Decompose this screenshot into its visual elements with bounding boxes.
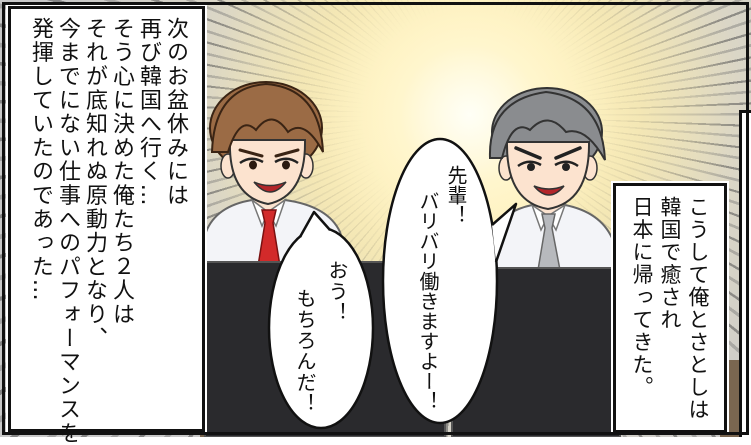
right-man-eye (517, 160, 542, 168)
left-man-eyebrows (238, 148, 300, 158)
narration-line: 再び韓国へ行く… (136, 17, 161, 208)
speech-line: 先輩！ (444, 165, 468, 225)
narration-line: 次のお盆休みには (163, 17, 188, 208)
right-man-pupil (527, 163, 535, 171)
left-man-pupil (282, 160, 290, 170)
right-man-face (505, 141, 591, 211)
speech-text-junior: 先輩！ バリバリ働きますよー！ (414, 165, 470, 420)
left-man-mouth (253, 181, 287, 193)
left-man-eye (274, 157, 299, 165)
speech-line: バリバリ働きますよー！ (416, 191, 440, 411)
narration-line: 発揮していたのであった… (28, 17, 53, 303)
left-man-eye (239, 157, 264, 165)
right-man-pupil (562, 163, 570, 171)
speech-text-senior: おう！ もちろんだ！ (289, 260, 353, 425)
narration-line: それが底知れぬ原動力となり、 (82, 17, 107, 351)
narration-line: 今までにない仕事へのパフォーマンスを (55, 17, 80, 445)
narration-line: こうして俺とさとしは (686, 196, 710, 421)
narration-box-left: 次のお盆休みには 再び韓国へ行く… そう心に決めた俺たち２人は それが底知れぬ原… (8, 6, 205, 445)
right-man-bangs (488, 90, 606, 161)
speech-bubble-junior-tail (491, 202, 518, 263)
right-man-eyebrows (514, 146, 582, 160)
speech-line: おう！ (325, 260, 349, 323)
adjacent-panel-edge (739, 110, 751, 437)
narration-line: 日本に帰ってきた。 (630, 196, 654, 399)
narration-line: そう心に決めた俺たち２人は (109, 17, 134, 327)
speech-bubble-senior-tail (298, 210, 331, 238)
speech-bubble-junior (381, 137, 499, 425)
right-man-figure (483, 87, 620, 273)
narration-line: 韓国で癒され (658, 196, 682, 331)
left-man-bangs (210, 82, 324, 153)
right-man-eye (554, 160, 579, 168)
left-man-pupil (249, 160, 257, 170)
speech-line: もちろんだ！ (293, 288, 317, 414)
right-man-mouth (533, 185, 565, 196)
left-man-face (228, 139, 307, 206)
narration-box-right: こうして俺とさとしは 韓国で癒され 日本に帰ってきた。 (613, 183, 727, 433)
